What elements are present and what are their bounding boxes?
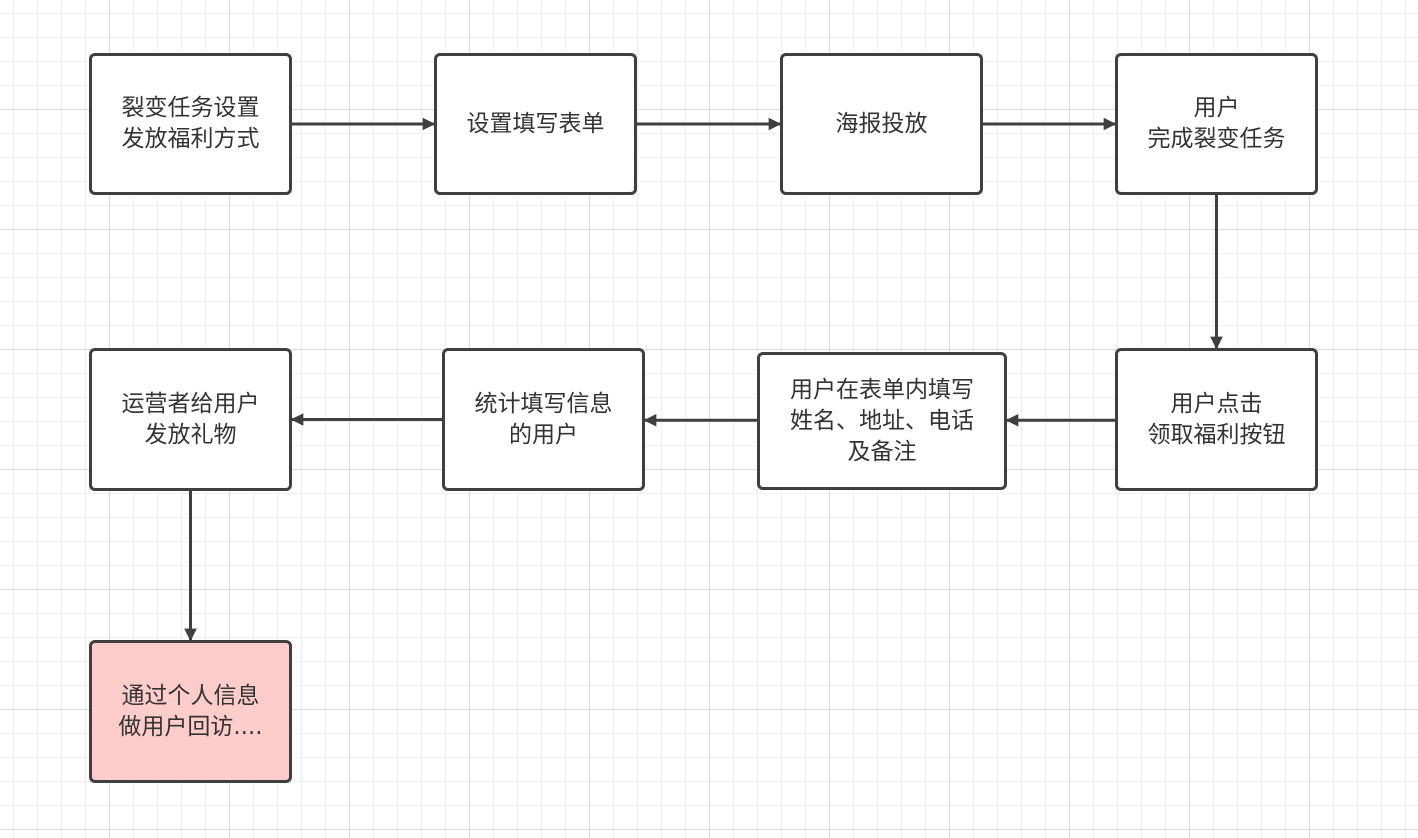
- node-poster-delivery[interactable]: 海报投放: [780, 53, 983, 195]
- node-fission-task-setup[interactable]: 裂变任务设置 发放福利方式: [89, 53, 292, 195]
- node-user-clicks-claim[interactable]: 用户点击 领取福利按钮: [1115, 348, 1318, 491]
- node-operator-sends-gift[interactable]: 运营者给用户 发放礼物: [89, 348, 292, 491]
- node-set-form[interactable]: 设置填写表单: [434, 53, 637, 195]
- node-user-fills-form[interactable]: 用户在表单内填写 姓名、地址、电话 及备注: [757, 352, 1007, 490]
- node-user-follow-up[interactable]: 通过个人信息 做用户回访....: [89, 640, 292, 783]
- node-collect-form-users[interactable]: 统计填写信息 的用户: [442, 348, 645, 491]
- node-user-completes-task[interactable]: 用户 完成裂变任务: [1115, 53, 1318, 195]
